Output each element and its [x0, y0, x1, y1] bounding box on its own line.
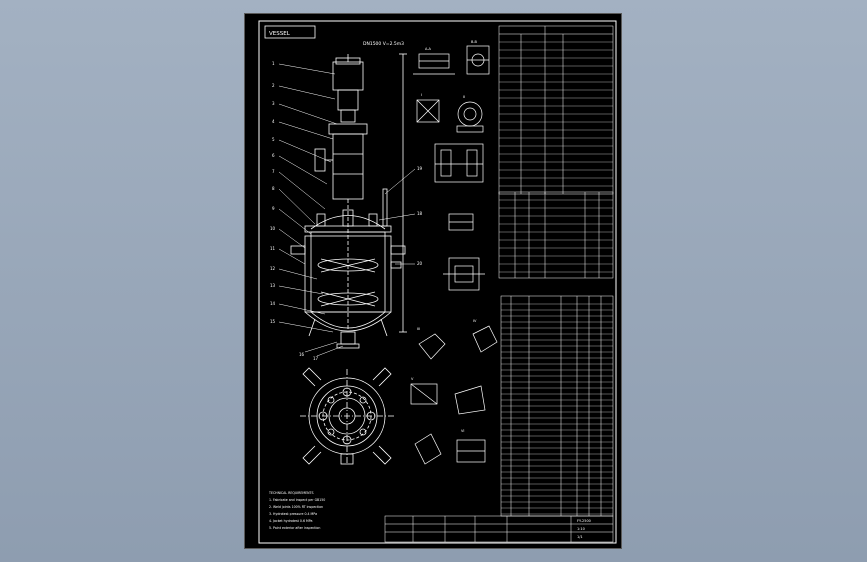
detail-label-i: I [421, 93, 422, 97]
balloon-10: 10 [270, 226, 276, 231]
balloon-labels: 1 2 3 4 5 6 7 8 9 10 11 12 13 14 15 16 1… [270, 61, 423, 361]
balloon-16: 16 [299, 352, 305, 357]
balloon-3: 3 [272, 101, 275, 106]
balloon-20: 20 [417, 261, 423, 266]
title-tag: VESSEL [269, 31, 291, 37]
balloon-14: 14 [270, 301, 276, 306]
leader-lines [278, 63, 416, 357]
note-1: 1. Fabricate and inspect per GB150 [269, 498, 325, 502]
detail-label-iv: IV [473, 319, 477, 323]
balloon-11: 11 [270, 246, 276, 251]
cad-drawing: VESSEL DN1500 V=2.5m3 [258, 20, 617, 544]
balloon-18: 18 [417, 211, 423, 216]
right-tables [384, 25, 614, 543]
balloon-4: 4 [272, 119, 275, 124]
spec-label: DN1500 V=2.5m3 [363, 41, 404, 47]
note-4: 4. Jacket hydrotest 0.6 MPa [269, 519, 313, 523]
technical-notes: TECHNICAL REQUIREMENTS 1. Fabricate and … [268, 491, 325, 530]
detail-label-iii: III [417, 327, 420, 331]
detail-views [410, 45, 498, 465]
drawing-scale: 1:10 [577, 527, 585, 531]
balloon-2: 2 [272, 83, 275, 88]
balloon-5: 5 [272, 137, 275, 142]
drawing-number: FY-2500 [577, 519, 591, 523]
detail-labels: A-A B-B I II III IV V VI [411, 40, 478, 433]
detail-label-a: A-A [425, 47, 432, 51]
detail-label-vi: VI [461, 429, 464, 433]
detail-label-v: V [411, 377, 414, 381]
balloon-19: 19 [417, 166, 423, 171]
note-5: 5. Paint exterior after inspection [269, 526, 320, 530]
note-2: 2. Weld joints 100% RT inspection [269, 505, 323, 509]
balloon-15: 15 [270, 319, 276, 324]
balloon-1: 1 [272, 61, 275, 66]
detail-label-ii: II [463, 95, 465, 99]
plan-view [300, 367, 394, 465]
balloon-17: 17 [313, 356, 319, 361]
balloon-6: 6 [272, 153, 275, 158]
detail-label-b: B-B [471, 40, 478, 44]
drawing-frame [258, 20, 617, 544]
title-tag-box [264, 25, 316, 39]
vessel-elevation [290, 53, 407, 349]
balloon-13: 13 [270, 283, 276, 288]
drawing-sheet-no: 1/1 [577, 535, 583, 539]
drawing-sheet: VESSEL DN1500 V=2.5m3 [244, 13, 622, 549]
balloon-9: 9 [272, 206, 275, 211]
balloon-7: 7 [272, 169, 275, 174]
table-rows [499, 41, 613, 515]
note-3: 3. Hydrotest pressure 0.4 MPa [269, 512, 317, 516]
balloon-12: 12 [270, 266, 276, 271]
notes-title: TECHNICAL REQUIREMENTS [268, 491, 313, 495]
balloon-8: 8 [272, 186, 275, 191]
